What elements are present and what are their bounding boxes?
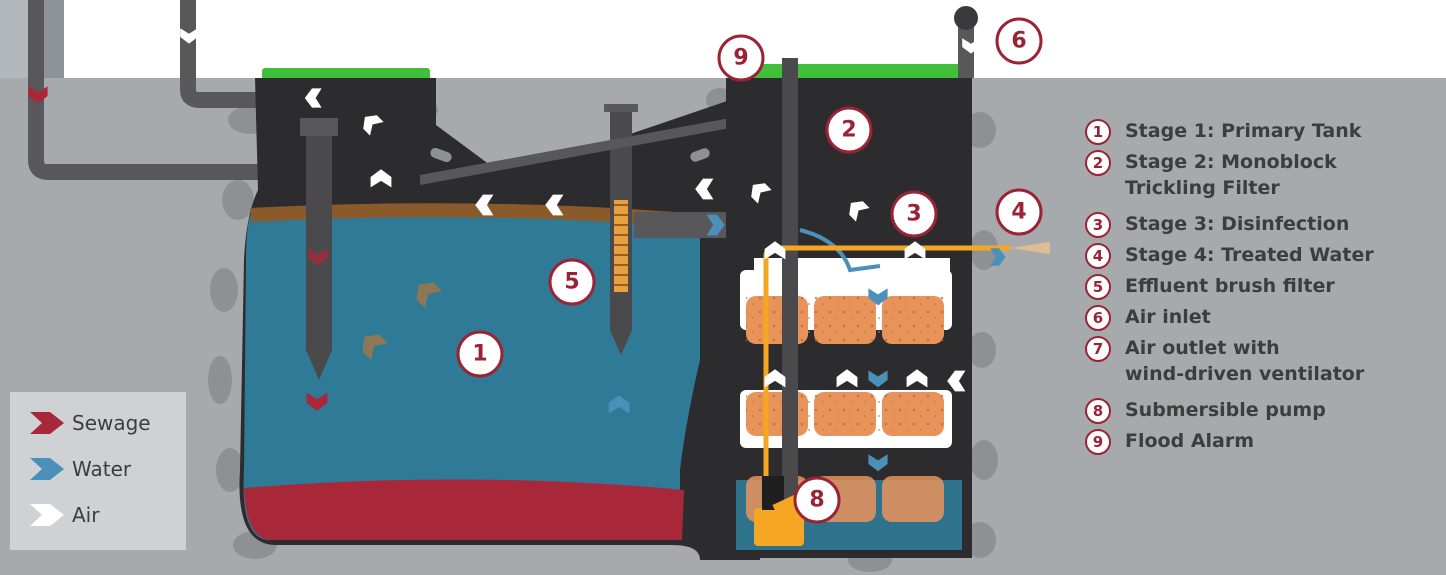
legend-label: Sewage: [72, 411, 151, 435]
sewage-legend-icon: [30, 412, 64, 434]
stage-number-badge: 8: [1085, 398, 1111, 424]
svg-text:8: 8: [809, 488, 824, 513]
stage-number-badge: 7: [1085, 336, 1111, 362]
marker-9: 9: [717, 34, 765, 82]
stage-item-5: 5 Effluent brush filter: [1085, 273, 1374, 304]
inlet-pipes: [0, 0, 298, 190]
filter-tank: [726, 58, 1050, 558]
legend-label: Air: [72, 503, 100, 527]
stage-number-badge: 5: [1085, 274, 1111, 300]
stage-item-4: 4 Stage 4: Treated Water: [1085, 242, 1374, 273]
stage-number-badge: 4: [1085, 243, 1111, 269]
filter-tank-lid: [732, 64, 972, 80]
stage-label: Air inlet: [1125, 306, 1211, 328]
sludge-layer: [244, 479, 684, 540]
stage-item-9: 9 Flood Alarm: [1085, 428, 1374, 459]
legend-air: Air: [28, 502, 99, 528]
stage-label-line1: Stage 2: Monoblock: [1125, 151, 1337, 173]
marker-8: 8: [793, 476, 841, 524]
stage-label-line2: Trickling Filter: [1125, 177, 1280, 199]
brush-filter: [614, 200, 628, 292]
marker-5: 5: [548, 258, 596, 306]
stage-number-badge: 9: [1085, 429, 1111, 455]
marker-2: 2: [825, 106, 873, 154]
legend-sewage: Sewage: [28, 410, 151, 436]
svg-text:6: 6: [1011, 29, 1026, 54]
stage-number-badge: 6: [1085, 305, 1111, 331]
stage-item-7: 7 Air outlet with wind-driven ventilator: [1085, 335, 1374, 397]
stage-number-badge: 1: [1085, 119, 1111, 145]
stage-item-6: 6 Air inlet: [1085, 304, 1374, 335]
marker-6: 6: [995, 17, 1043, 65]
stage-item-1: 1 Stage 1: Primary Tank: [1085, 118, 1374, 149]
svg-text:3: 3: [906, 202, 921, 227]
air-legend-icon: [30, 504, 64, 526]
marker-3: 3: [890, 190, 938, 238]
stage-label: Flood Alarm: [1125, 430, 1255, 452]
stage-item-3: 3 Stage 3: Disinfection: [1085, 211, 1374, 242]
stage-label: Stage 4: Treated Water: [1125, 244, 1374, 266]
marker-1: 1: [456, 330, 504, 378]
stage-label-line1: Air outlet with: [1125, 337, 1280, 359]
legend-water: Water: [28, 456, 131, 482]
marker-4: 4: [995, 188, 1043, 236]
svg-text:9: 9: [733, 46, 748, 71]
svg-text:4: 4: [1011, 200, 1026, 225]
stage-label-line2: wind-driven ventilator: [1125, 363, 1365, 385]
stage-item-8: 8 Submersible pump: [1085, 397, 1374, 428]
stage-label: Effluent brush filter: [1125, 275, 1335, 297]
flow-legend: Sewage Water Air: [10, 392, 186, 550]
svg-text:1: 1: [472, 342, 487, 367]
stage-label: Air outlet with wind-driven ventilator: [1125, 335, 1364, 387]
water-legend-icon: [30, 458, 64, 480]
svg-text:5: 5: [564, 270, 579, 295]
stage-label: Submersible pump: [1125, 399, 1326, 421]
stage-number-badge: 2: [1085, 150, 1111, 176]
stage-legend-list: 1 Stage 1: Primary Tank 2 Stage 2: Monoblo…: [1085, 118, 1374, 459]
stage-label: Stage 1: Primary Tank: [1125, 120, 1362, 142]
scum-layer: [250, 203, 700, 228]
legend-label: Water: [72, 457, 132, 481]
stage-number-badge: 3: [1085, 212, 1111, 238]
stage-label: Stage 3: Disinfection: [1125, 213, 1350, 235]
svg-text:2: 2: [841, 118, 856, 143]
